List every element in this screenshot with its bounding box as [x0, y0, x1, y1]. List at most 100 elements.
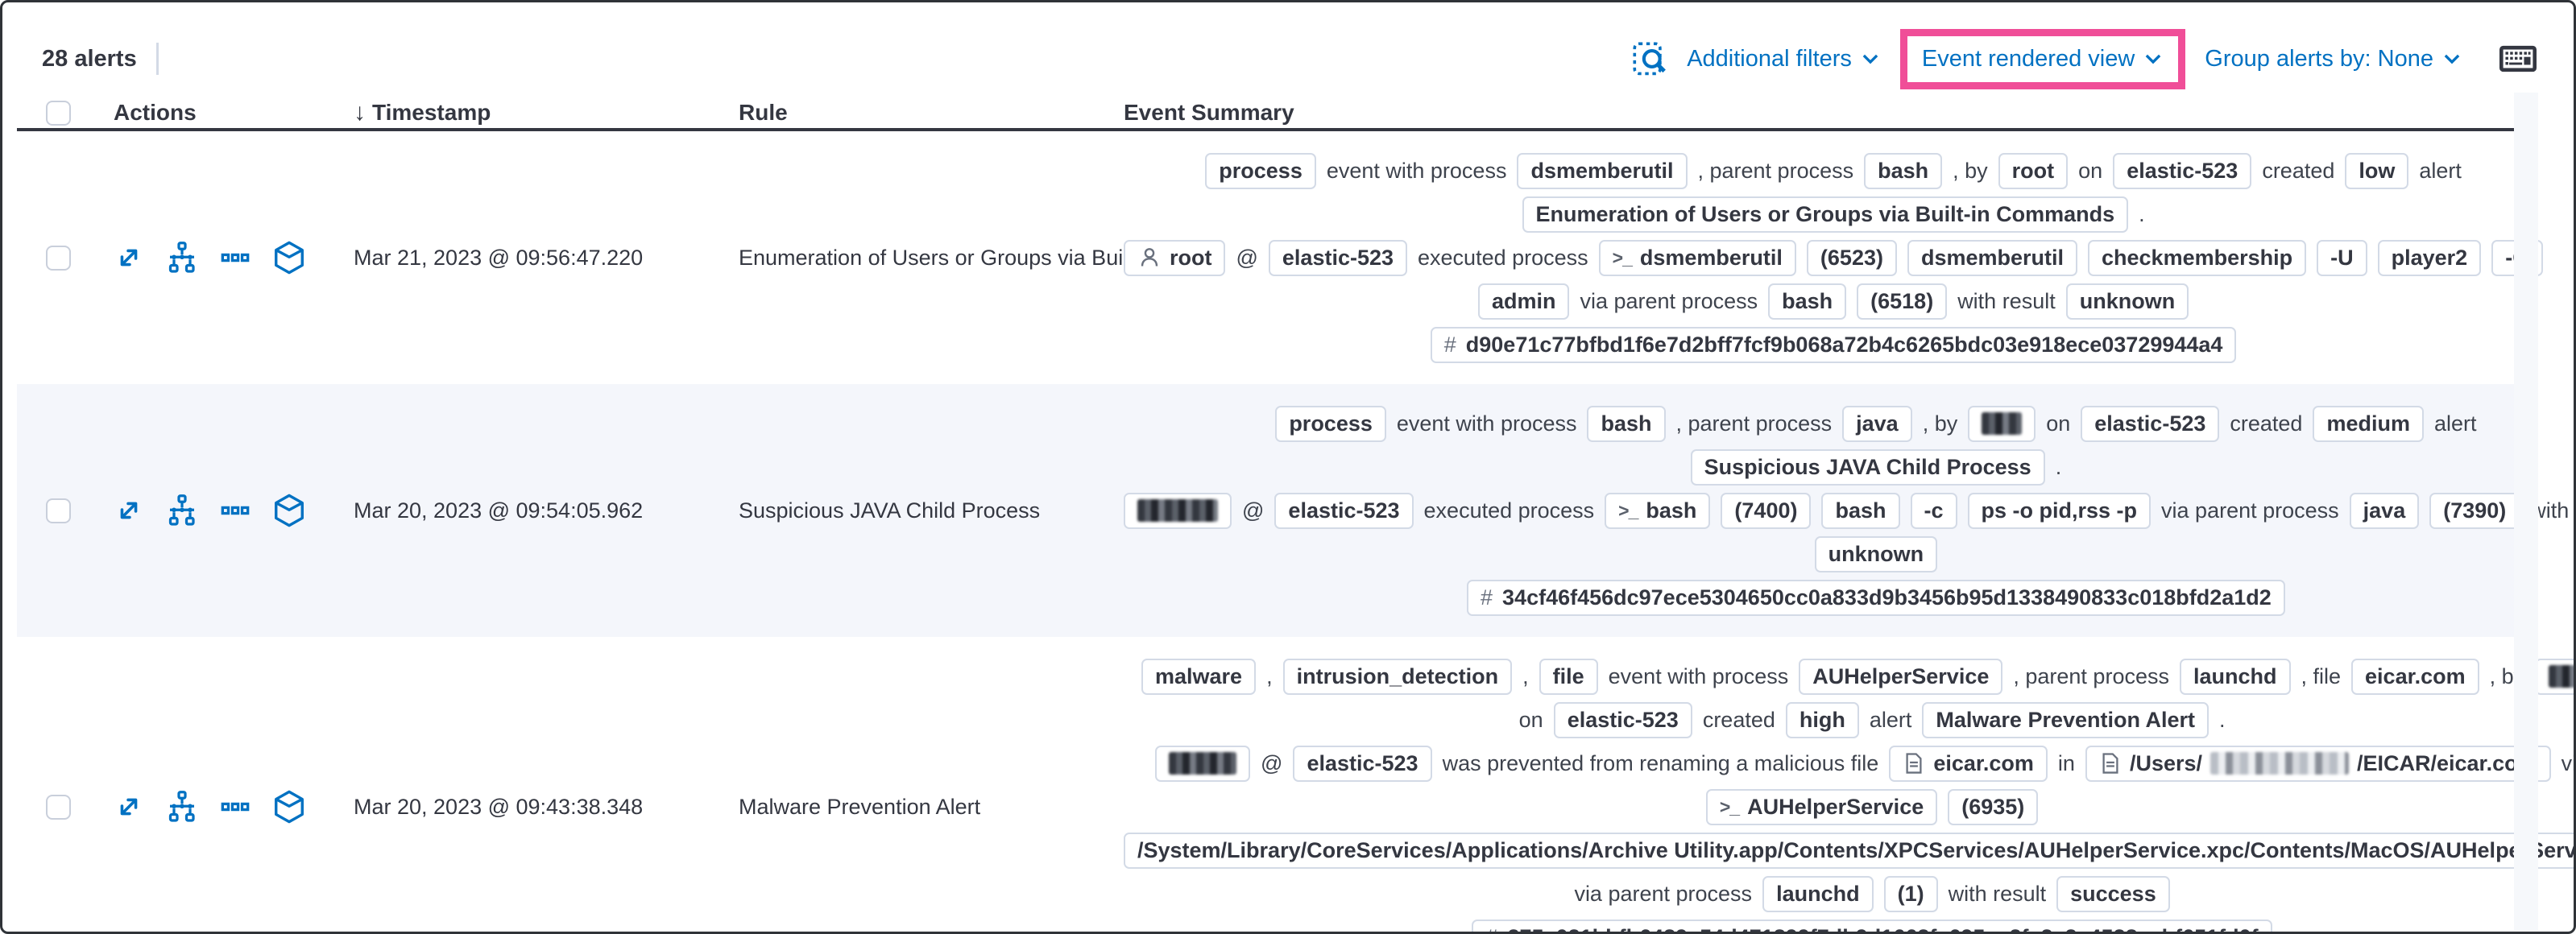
session-view-icon — [272, 790, 306, 824]
summary-badge: >_bash — [1605, 492, 1711, 529]
chevron-down-icon — [1860, 48, 1881, 69]
summary-badge: elastic-523 — [2113, 152, 2252, 189]
expand-alert-button[interactable] — [114, 791, 144, 822]
alert-row: Mar 20, 2023 @ 09:54:05.962 Suspicious JA… — [17, 384, 2574, 637]
summary-badge — [1155, 745, 1251, 782]
event-rendered-view-button[interactable]: Event rendered view — [1922, 46, 2164, 72]
summary-text: alert — [1869, 707, 1912, 732]
summary-line: unknown — [1124, 535, 2574, 572]
summary-text: with result — [1948, 881, 2047, 906]
alerts-table: Actions ↓Timestamp Rule Event Summary Ma… — [17, 97, 2574, 932]
summary-text: , parent process — [1697, 158, 1854, 183]
summary-text: , by — [1953, 158, 1988, 183]
summary-text: . — [2139, 201, 2145, 226]
summary-badge: Suspicious JAVA Child Process — [1690, 448, 2045, 486]
additional-filters-label: Additional filters — [1687, 45, 1852, 72]
row-checkbox[interactable] — [46, 498, 71, 523]
alert-timestamp: Mar 20, 2023 @ 09:54:05.962 — [354, 498, 644, 523]
session-view-icon — [272, 494, 306, 527]
summary-badge: Enumeration of Users or Groups via Built… — [1522, 196, 2129, 233]
summary-badge: success — [2056, 875, 2170, 912]
summary-badge: intrusion_detection — [1282, 658, 1513, 695]
more-actions-button[interactable] — [220, 791, 251, 822]
session-view-icon — [272, 241, 306, 275]
summary-badge: -U — [2317, 239, 2367, 276]
row-checkbox[interactable] — [46, 245, 71, 271]
summary-badge: bash — [1864, 152, 1943, 189]
more-actions-icon — [220, 791, 251, 822]
row-actions — [114, 494, 354, 527]
expand-alert-button[interactable] — [114, 242, 144, 273]
summary-badge: elastic-523 — [1268, 239, 1408, 276]
terminal-icon: >_ — [1612, 246, 1633, 268]
summary-line: Suspicious JAVA Child Process. — [1124, 448, 2574, 486]
additional-filters-button[interactable]: Additional filters — [1687, 46, 1881, 72]
summary-line: /System/Library/CoreServices/Application… — [1124, 832, 2574, 869]
column-header-timestamp[interactable]: ↓Timestamp — [354, 99, 491, 126]
keyboard-icon — [2499, 40, 2537, 77]
summary-text: , file — [2301, 663, 2342, 688]
row-checkbox[interactable] — [46, 794, 71, 820]
expand-icon — [114, 495, 144, 526]
column-header-rule: Rule — [739, 100, 788, 125]
summary-badge: (7400) — [1721, 492, 1812, 529]
summary-text: @ — [1261, 750, 1283, 775]
summary-text: on — [1518, 707, 1543, 732]
terminal-icon: >_ — [1618, 499, 1638, 521]
redacted-text — [2549, 665, 2574, 688]
summary-text: via parent process — [1580, 288, 1758, 313]
expand-icon — [114, 242, 144, 273]
summary-badge: (6518) — [1857, 283, 1948, 320]
select-all-checkbox[interactable] — [46, 100, 71, 126]
summary-text: alert — [2419, 158, 2462, 183]
summary-badge: file — [1539, 658, 1598, 695]
analyzer-icon — [166, 494, 198, 527]
more-actions-button[interactable] — [220, 242, 251, 273]
open-session-view-button[interactable] — [272, 790, 306, 824]
more-actions-button[interactable] — [220, 495, 251, 526]
summary-text: , parent process — [1675, 411, 1833, 436]
expand-icon — [114, 791, 144, 822]
summary-badge: admin — [1477, 283, 1570, 320]
inspect-icon — [1632, 41, 1667, 76]
open-session-view-button[interactable] — [272, 494, 306, 527]
redacted-text — [1169, 752, 1237, 775]
redacted-text — [1982, 412, 2023, 435]
summary-text: via parent process — [2161, 498, 2339, 523]
summary-badge — [1968, 405, 2036, 442]
expand-alert-button[interactable] — [114, 495, 144, 526]
analyze-event-button[interactable] — [166, 791, 198, 823]
summary-badge — [1124, 492, 1232, 529]
open-session-view-button[interactable] — [272, 241, 306, 275]
summary-line: #d90e71c77bfbd1f6e7d2bff7fcf9b068a72b4c6… — [1124, 326, 2543, 363]
sort-descending-icon: ↓ — [354, 99, 366, 126]
analyze-event-button[interactable] — [166, 242, 198, 274]
column-header-event-summary: Event Summary — [1124, 100, 1294, 125]
column-header-actions: Actions — [114, 100, 197, 125]
inspect-button[interactable] — [1632, 41, 1667, 76]
vertical-scrollbar[interactable] — [2514, 93, 2538, 930]
more-actions-icon — [220, 495, 251, 526]
summary-badge: ps -o pid,rss -p — [1967, 492, 2151, 529]
summary-text: , parent process — [2013, 663, 2169, 688]
summary-badge: >_AUHelperService — [1705, 788, 1938, 825]
keyboard-shortcuts-button[interactable] — [2499, 40, 2537, 77]
summary-text: in — [2057, 750, 2075, 775]
group-alerts-button[interactable]: Group alerts by: None — [2205, 46, 2462, 72]
summary-badge: bash — [1768, 283, 1847, 320]
summary-badge — [2535, 658, 2574, 695]
summary-line: #275a021bbfb6489e54d471899f7db9d1663fc69… — [1124, 919, 2574, 932]
summary-badge: bash — [1587, 405, 1666, 442]
analyze-event-button[interactable] — [166, 494, 198, 527]
summary-badge: root — [1998, 152, 2069, 189]
summary-text: created — [1702, 707, 1775, 732]
summary-line: Enumeration of Users or Groups via Built… — [1124, 196, 2543, 233]
summary-text: on — [2078, 158, 2103, 183]
redacted-text — [2210, 752, 2349, 775]
